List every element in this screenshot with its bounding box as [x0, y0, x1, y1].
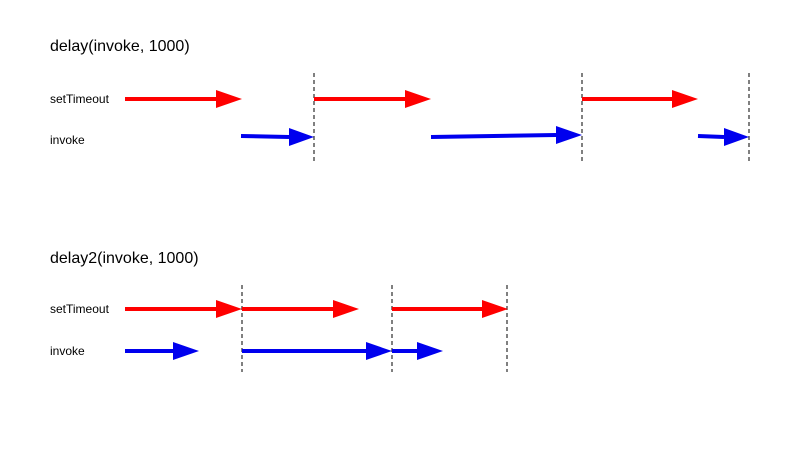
diagram-2-settimeout-arrows	[125, 300, 508, 318]
settimeout-arrow	[125, 90, 242, 108]
lane-label-invoke: invoke	[50, 133, 85, 147]
invoke-arrow	[697, 128, 749, 146]
invoke-arrow	[242, 342, 392, 360]
diagram-title: delay2(invoke, 1000)	[50, 250, 199, 267]
lane-label-settimeout: setTimeout	[50, 92, 109, 106]
invoke-arrow	[430, 126, 582, 144]
settimeout-arrow	[125, 300, 242, 318]
invoke-arrow	[125, 342, 199, 360]
diagram-2-invoke-arrows	[125, 342, 443, 360]
diagram-2-markers	[241, 285, 508, 372]
settimeout-arrow	[582, 90, 698, 108]
lane-label-invoke: invoke	[50, 344, 85, 358]
diagram-1-settimeout-arrows	[125, 90, 698, 108]
diagram-title: delay(invoke, 1000)	[50, 38, 190, 55]
settimeout-arrow	[314, 90, 431, 108]
diagram-1-invoke-arrows	[240, 126, 749, 146]
settimeout-arrow	[392, 300, 508, 318]
invoke-arrow	[240, 128, 314, 146]
lane-label-settimeout: setTimeout	[50, 302, 109, 316]
settimeout-arrow	[242, 300, 359, 318]
invoke-arrow	[392, 342, 443, 360]
diagram-1-markers	[313, 73, 750, 162]
